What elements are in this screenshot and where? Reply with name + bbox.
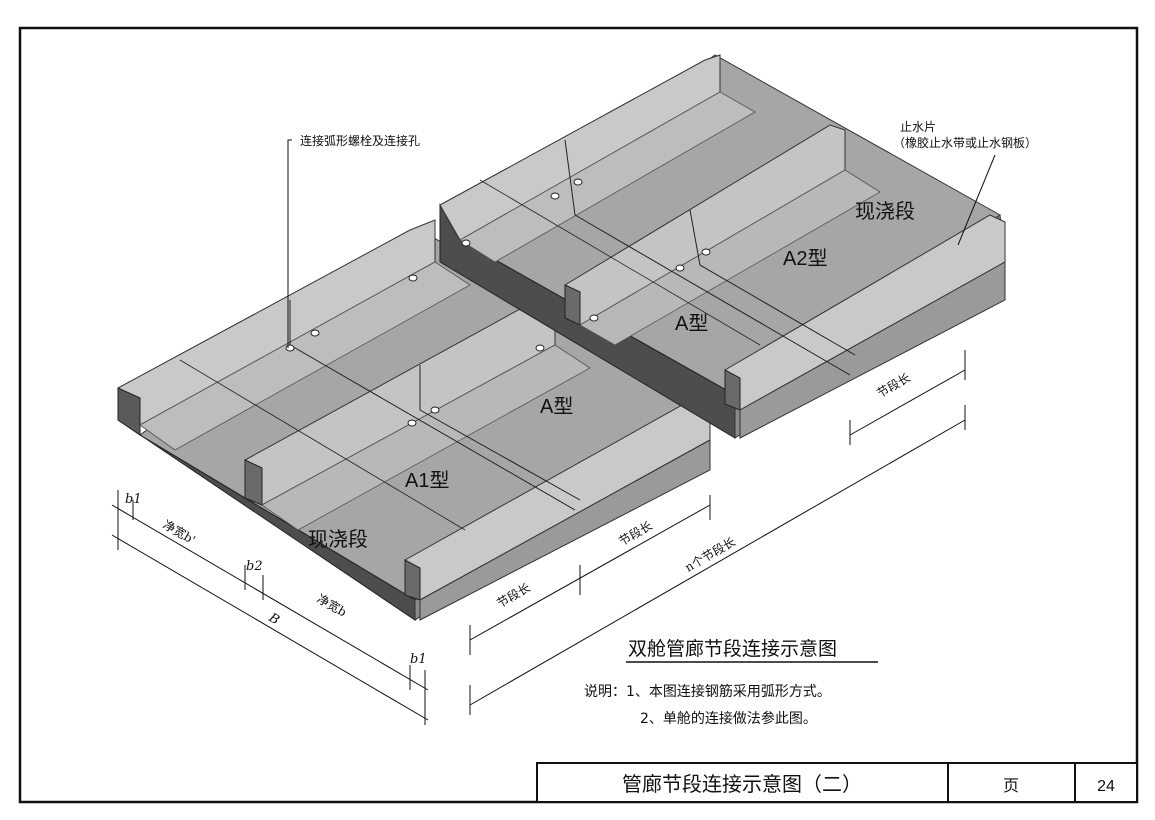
page-label: 页 bbox=[1003, 776, 1019, 795]
dim-b2: b2 bbox=[246, 559, 263, 574]
dim-b1-top: b1 bbox=[125, 492, 142, 507]
waterstop-annotation-line2: （橡胶止水带或止水钢板） bbox=[893, 135, 1037, 150]
note-line-2: 2、单舱的连接做法参此图。 bbox=[640, 710, 817, 727]
diagram-caption-title: 双舱管廊节段连接示意图 bbox=[628, 638, 837, 660]
waterstop-leader-line bbox=[957, 154, 996, 246]
dim-segment-length-mid: 节段长 bbox=[616, 518, 655, 549]
dim-segment-length-front: 节段长 bbox=[494, 580, 533, 611]
dim-b1-bottom: b1 bbox=[410, 652, 427, 667]
dimension-lines bbox=[111, 350, 966, 725]
type-a1-label: A1型 bbox=[405, 469, 449, 492]
type-a-label-left: A型 bbox=[540, 395, 573, 418]
title-block bbox=[536, 762, 1138, 803]
drawing-title: 管廊节段连接示意图（二） bbox=[622, 772, 862, 796]
page-number: 24 bbox=[1097, 778, 1115, 795]
dim-segment-length-right: 节段长 bbox=[874, 370, 913, 401]
dim-clear-width-b-prime: 净宽b' bbox=[161, 517, 199, 547]
right-gallery-unit bbox=[439, 54, 1006, 439]
dim-clear-width-b: 净宽b bbox=[315, 591, 350, 620]
cast-in-place-label-right: 现浇段 bbox=[855, 199, 915, 223]
bolt-annotation: 连接弧形螺栓及连接孔 bbox=[300, 133, 420, 148]
waterstop-annotation-line1: 止水片 bbox=[900, 120, 936, 134]
bolt-leader-line bbox=[287, 139, 292, 348]
dim-total-width-B: B bbox=[265, 610, 282, 628]
type-a-label-right: A型 bbox=[675, 312, 708, 335]
note-line-1: 说明：1、本图连接钢筋采用弧形方式。 bbox=[584, 683, 831, 700]
cast-in-place-label-left: 现浇段 bbox=[308, 527, 368, 551]
dim-n-segments: n个节段长 bbox=[682, 534, 738, 575]
type-a2-label: A2型 bbox=[783, 247, 827, 270]
